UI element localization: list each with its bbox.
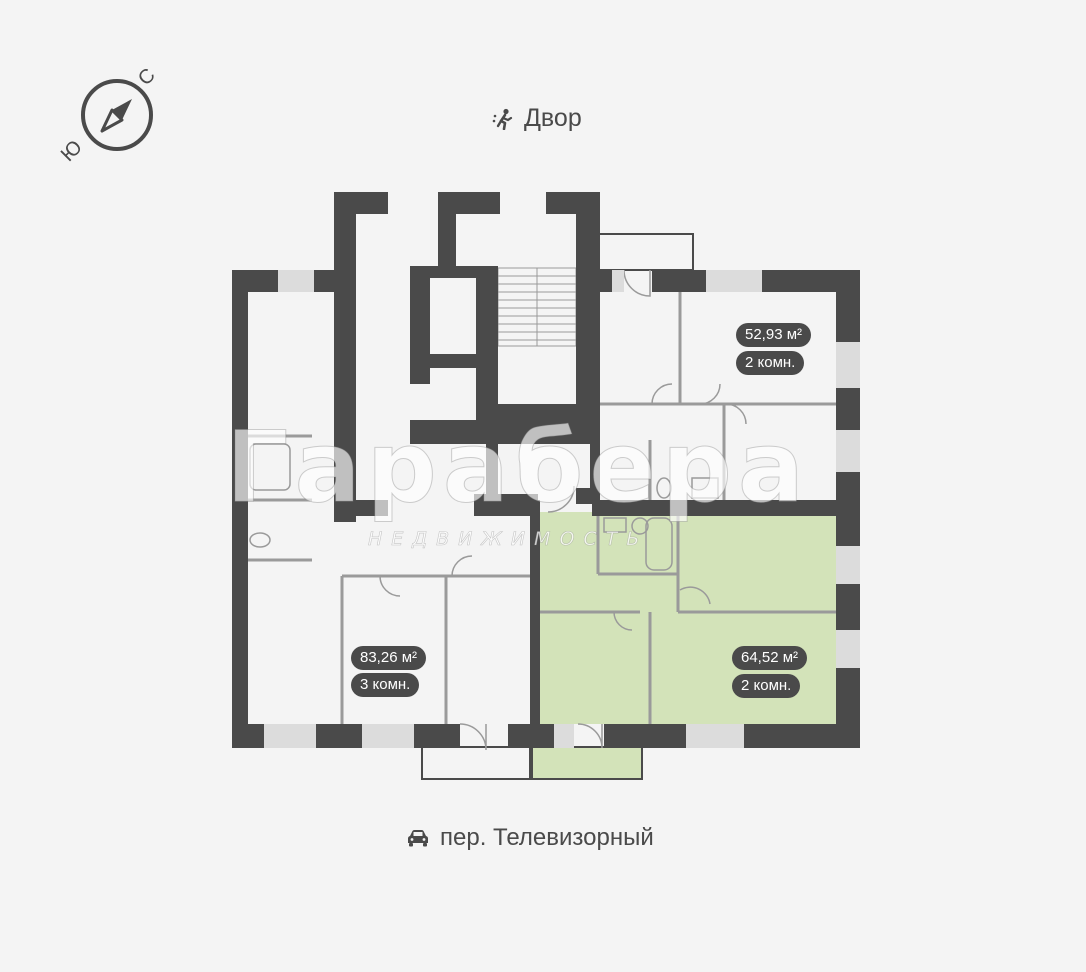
balcony-top — [597, 233, 694, 271]
apartment-3-area-badge[interactable]: 64,52 м² — [732, 646, 808, 670]
compass — [56, 62, 166, 172]
car-icon — [408, 830, 428, 847]
balcony-bottom — [421, 746, 531, 780]
exterior-walls — [232, 192, 860, 748]
courtyard-label: Двор — [492, 104, 582, 133]
interior-partitions — [248, 292, 836, 724]
street-label-text: пер. Телевизорный — [440, 824, 654, 851]
apartment-2-area-badge[interactable]: 83,26 м² — [351, 646, 427, 670]
staircase — [497, 267, 577, 347]
courtyard-label-text: Двор — [524, 104, 582, 132]
apartment-2-rooms-badge[interactable]: 3 комн. — [351, 673, 420, 697]
compass-icon — [81, 79, 153, 151]
door-swings — [379, 269, 747, 751]
apartment-1-area-badge[interactable]: 52,93 м² — [736, 323, 812, 347]
street-label: пер. Телевизорный — [406, 824, 654, 852]
walking-person-icon — [492, 108, 513, 130]
apartment-3-rooms-badge[interactable]: 2 комн. — [732, 674, 801, 698]
highlighted-apartment-area[interactable] — [531, 512, 836, 780]
bathroom-fixtures — [249, 443, 719, 571]
windows — [264, 270, 860, 748]
apartment-1-rooms-badge[interactable]: 2 комн. — [736, 351, 805, 375]
